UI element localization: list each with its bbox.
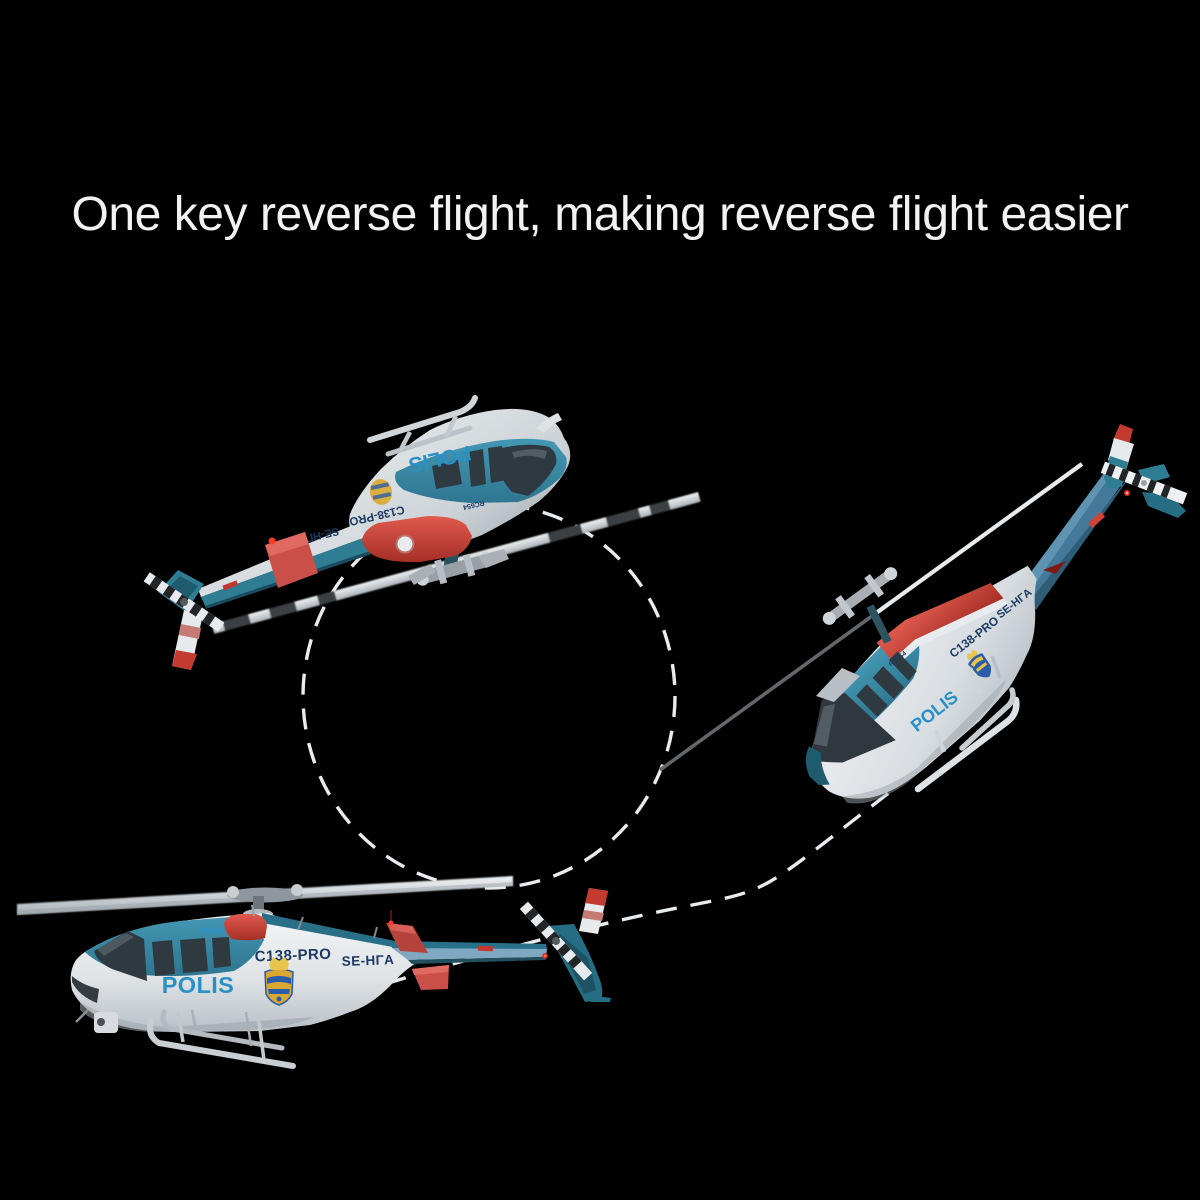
svg-text:One key reverse flight, making: One key reverse flight, making reverse f… (71, 188, 1129, 241)
svg-text:POLIS: POLIS (162, 972, 235, 998)
svg-text:SE-HΓA: SE-HΓA (342, 952, 395, 969)
svg-text:C138-PRO: C138-PRO (254, 946, 331, 966)
svg-text:RC654: RC654 (462, 499, 485, 511)
svg-text:RC654: RC654 (200, 926, 224, 935)
